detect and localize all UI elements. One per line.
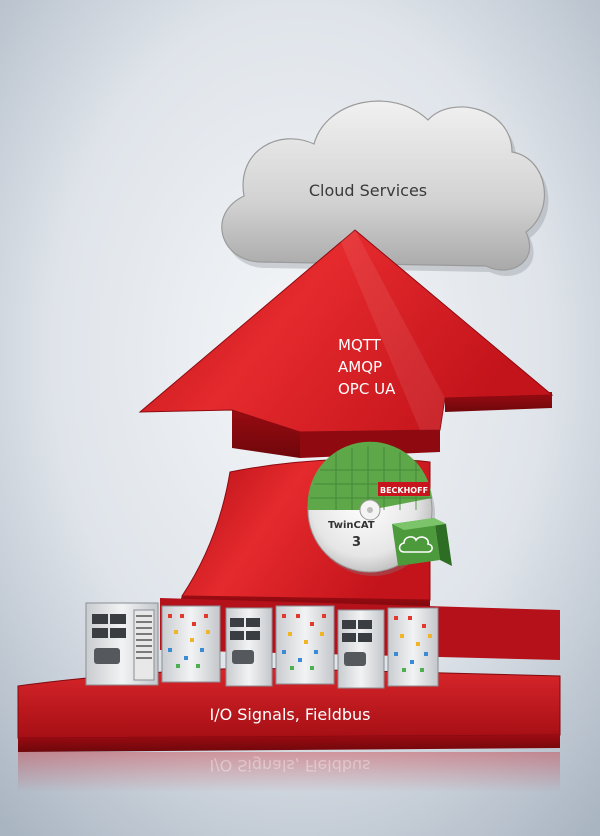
cloud-connector-box: [392, 518, 452, 566]
base-reflection: I/O Signals, Fieldbus: [18, 752, 560, 792]
upward-arrow: [138, 229, 554, 458]
cloud-services-label: Cloud Services: [309, 181, 427, 200]
cloud-icon: [398, 536, 433, 553]
controller-module-1: [85, 602, 221, 686]
controller-module-3: [337, 607, 439, 689]
protocol-opc-ua: OPC UA: [338, 380, 396, 398]
twincat-version-label: 3: [352, 535, 361, 550]
controller-module-2: [225, 605, 335, 687]
protocol-mqtt: MQTT: [338, 336, 382, 354]
io-signals-reflection: I/O Signals, Fieldbus: [209, 756, 370, 775]
beckhoff-logo-bar: [378, 482, 430, 496]
io-signals-fieldbus-label: I/O Signals, Fieldbus: [209, 705, 370, 724]
cloud-shape: [221, 100, 549, 277]
twincat-product-label: TwinCAT: [328, 520, 375, 531]
beckhoff-brand-label: BECKHOFF: [380, 486, 428, 495]
protocol-amqp: AMQP: [338, 358, 382, 376]
